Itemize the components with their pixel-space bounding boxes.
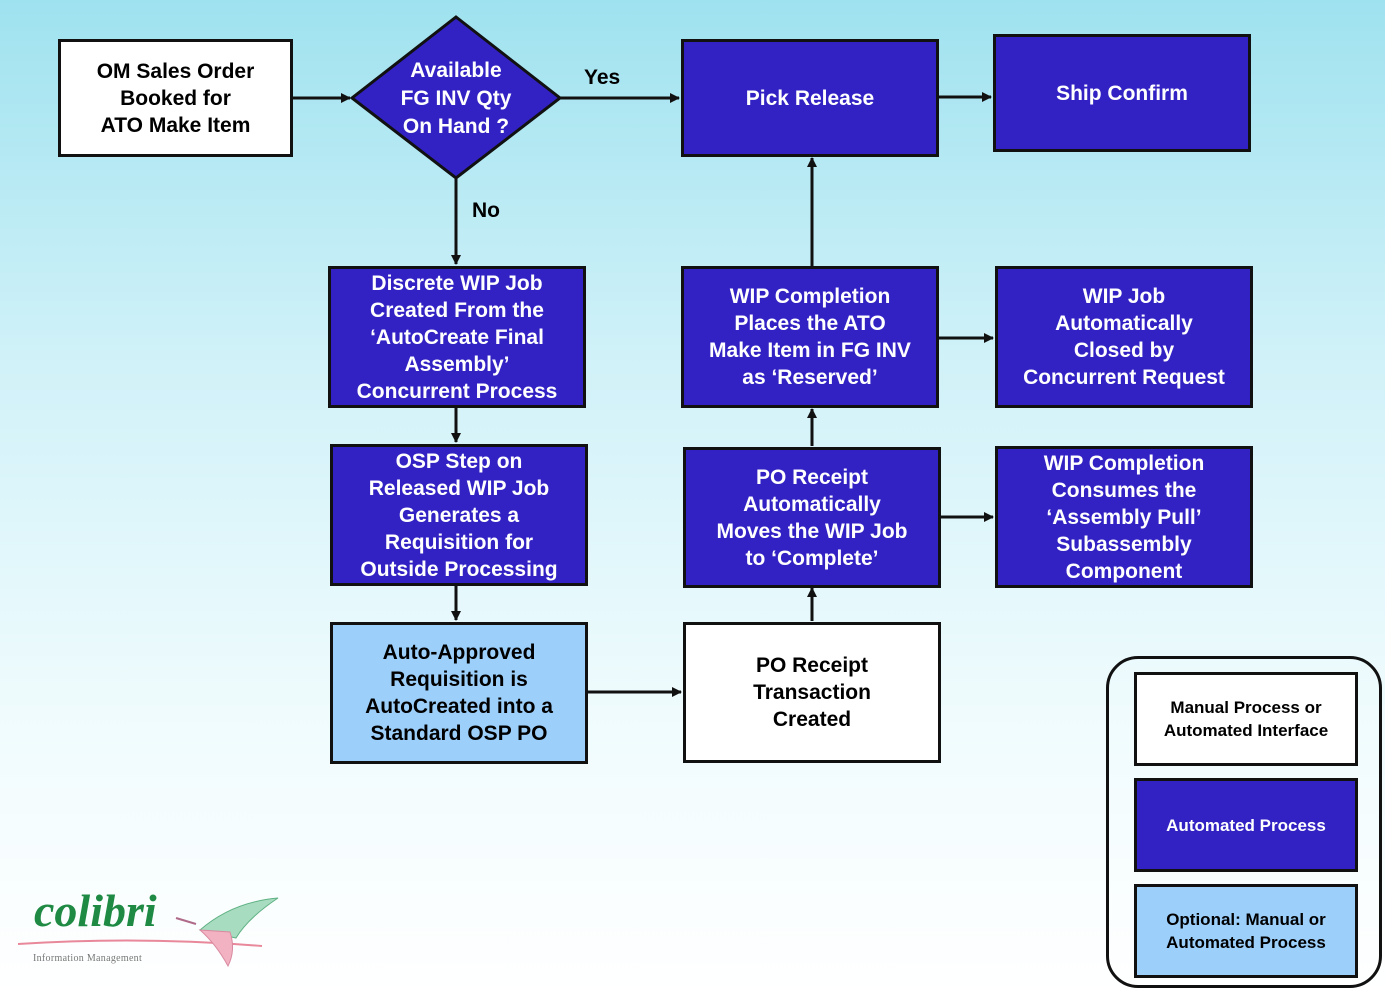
- no-label: No: [472, 199, 500, 222]
- legend-optional: Optional: Manual or Automated Process: [1134, 884, 1358, 978]
- pick-release-node: Pick Release: [681, 39, 939, 157]
- wip-job-closed-node: WIP Job Automatically Closed by Concurre…: [995, 266, 1253, 408]
- po-receipt-moves-node: PO Receipt Automatically Moves the WIP J…: [683, 447, 941, 588]
- wip-completion-consumes-node: WIP Completion Consumes the ‘Assembly Pu…: [995, 446, 1253, 588]
- discrete-wip-job-node: Discrete WIP Job Created From the ‘AutoC…: [328, 266, 586, 408]
- osp-step-node: OSP Step on Released WIP Job Generates a…: [330, 444, 588, 586]
- auto-approved-requisition-node: Auto-Approved Requisition is AutoCreated…: [330, 622, 588, 764]
- legend-automated: Automated Process: [1134, 778, 1358, 872]
- legend-manual: Manual Process or Automated Interface: [1134, 672, 1358, 766]
- hummingbird-icon: [17, 897, 279, 968]
- legend: [1106, 656, 1382, 988]
- yes-label: Yes: [584, 66, 621, 89]
- wip-completion-places-node: WIP Completion Places the ATO Make Item …: [681, 266, 939, 408]
- po-receipt-transaction-node: PO Receipt Transaction Created: [683, 622, 941, 763]
- logo-tagline: Information Management: [33, 953, 143, 964]
- company-logo: colibri: [34, 885, 157, 936]
- ship-confirm-node: Ship Confirm: [993, 34, 1251, 152]
- om-sales-order-node: OM Sales Order Booked for ATO Make Item: [58, 39, 293, 157]
- decision-label: Available FG INV Qty On Hand ?: [400, 59, 512, 138]
